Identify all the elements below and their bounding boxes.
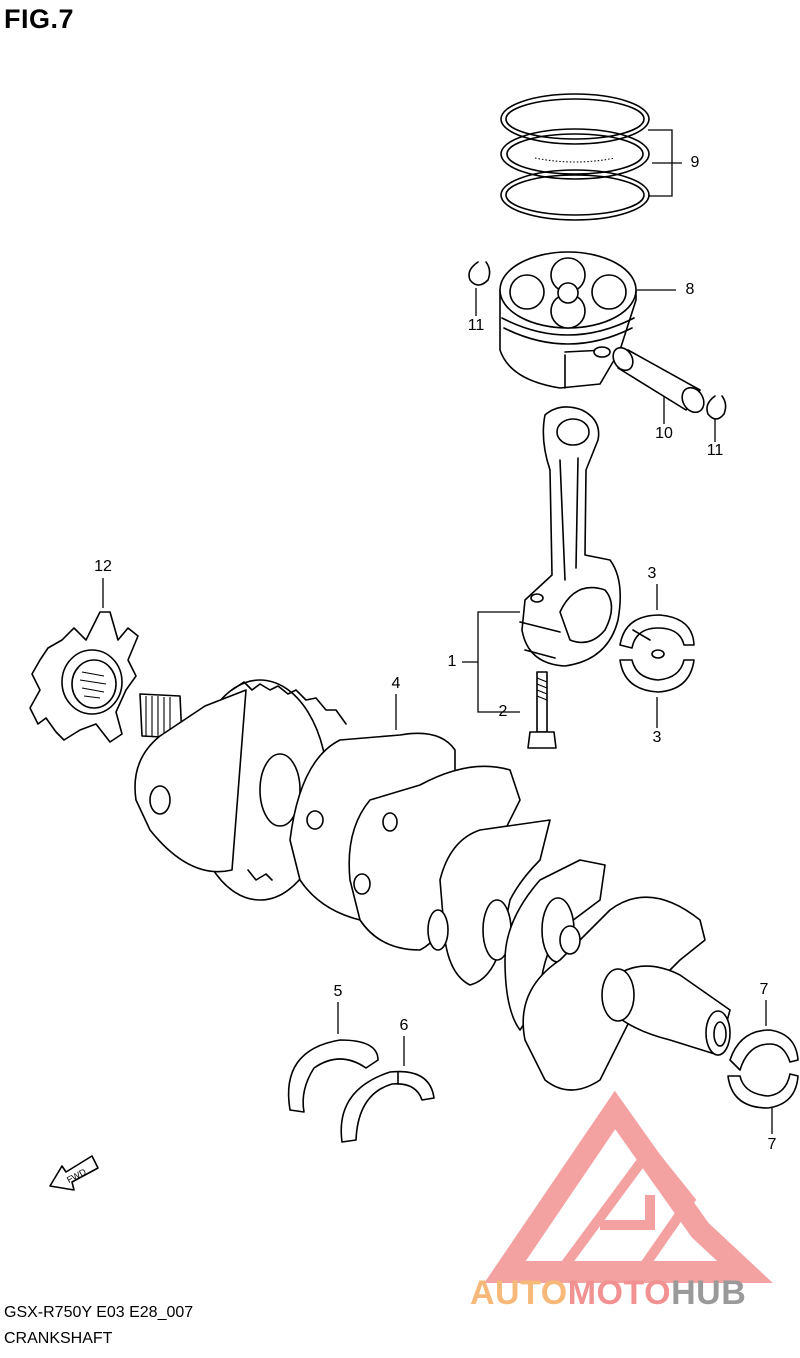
callout-1: 1: [447, 653, 457, 670]
figure-code: GSX-R750Y E03 E28_007: [4, 1304, 194, 1321]
callout-10: 10: [655, 425, 673, 442]
callout-2: 2: [498, 703, 508, 720]
fwd-arrow-icon: FWD: [49, 1155, 99, 1191]
conrod-bolt: [527, 671, 557, 749]
callout-6: 6: [399, 1017, 409, 1034]
piston: [499, 251, 637, 389]
piston-pin: [612, 346, 705, 414]
callout-3-upper: 3: [647, 565, 657, 582]
watermark-part-1: AUTO: [470, 1274, 568, 1312]
crankshaft: [134, 679, 731, 1091]
crank-sprocket: [29, 611, 139, 743]
figure-title: FIG.7: [4, 4, 75, 34]
callout-4: 4: [391, 675, 401, 692]
callout-3-lower: 3: [652, 729, 662, 746]
thrust-bearing-5: [287, 1039, 379, 1113]
callout-8: 8: [685, 281, 695, 298]
callout-7-upper: 7: [759, 981, 769, 998]
figure-caption: CRANKSHAFT: [4, 1330, 113, 1347]
thrust-bearing-6: [340, 1070, 435, 1143]
callout-5: 5: [333, 983, 343, 1000]
watermark-text: AUTOMOTOHUB: [470, 1274, 746, 1313]
conrod-bearing-upper: [619, 614, 695, 649]
watermark-logo: [484, 1090, 773, 1283]
piston-ring-set: [500, 93, 650, 221]
circlip-right: [706, 395, 727, 420]
conrod-bearing-lower: [619, 649, 695, 693]
leader-9: [648, 129, 682, 197]
callout-9: 9: [690, 154, 700, 171]
watermark-part-2: MOTO: [567, 1274, 672, 1312]
callout-11-left: 11: [467, 317, 485, 334]
callout-11-right: 11: [706, 442, 724, 459]
callout-7-lower: 7: [767, 1136, 777, 1153]
callout-12: 12: [94, 558, 112, 575]
watermark-part-3: HUB: [671, 1274, 747, 1312]
main-bearing: [727, 1029, 799, 1109]
connecting-rod: [519, 406, 621, 667]
circlip-left: [468, 261, 491, 286]
leader-1: [462, 611, 520, 713]
